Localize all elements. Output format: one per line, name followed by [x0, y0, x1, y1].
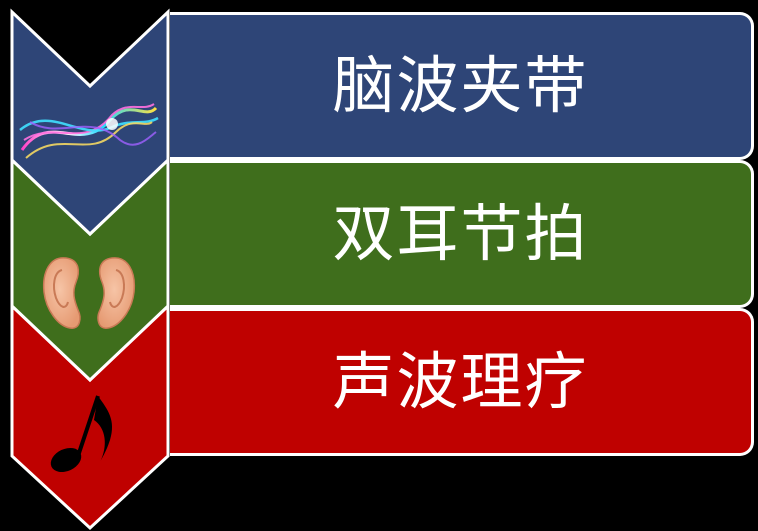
- ears-icon: [42, 257, 136, 329]
- step-label: 脑波夹带: [332, 49, 589, 122]
- step-bar-brainwave-entrainment: 脑波夹带: [170, 12, 754, 160]
- music-note-icon: [50, 395, 113, 473]
- step-bar-sound-therapy: 声波理疗: [170, 308, 754, 456]
- step-bar-binaural-beats: 双耳节拍: [170, 160, 754, 308]
- step-label: 声波理疗: [332, 345, 589, 418]
- step-label: 双耳节拍: [332, 197, 589, 270]
- chevron-blue: [10, 8, 170, 237]
- light-wave-icon: [19, 103, 159, 159]
